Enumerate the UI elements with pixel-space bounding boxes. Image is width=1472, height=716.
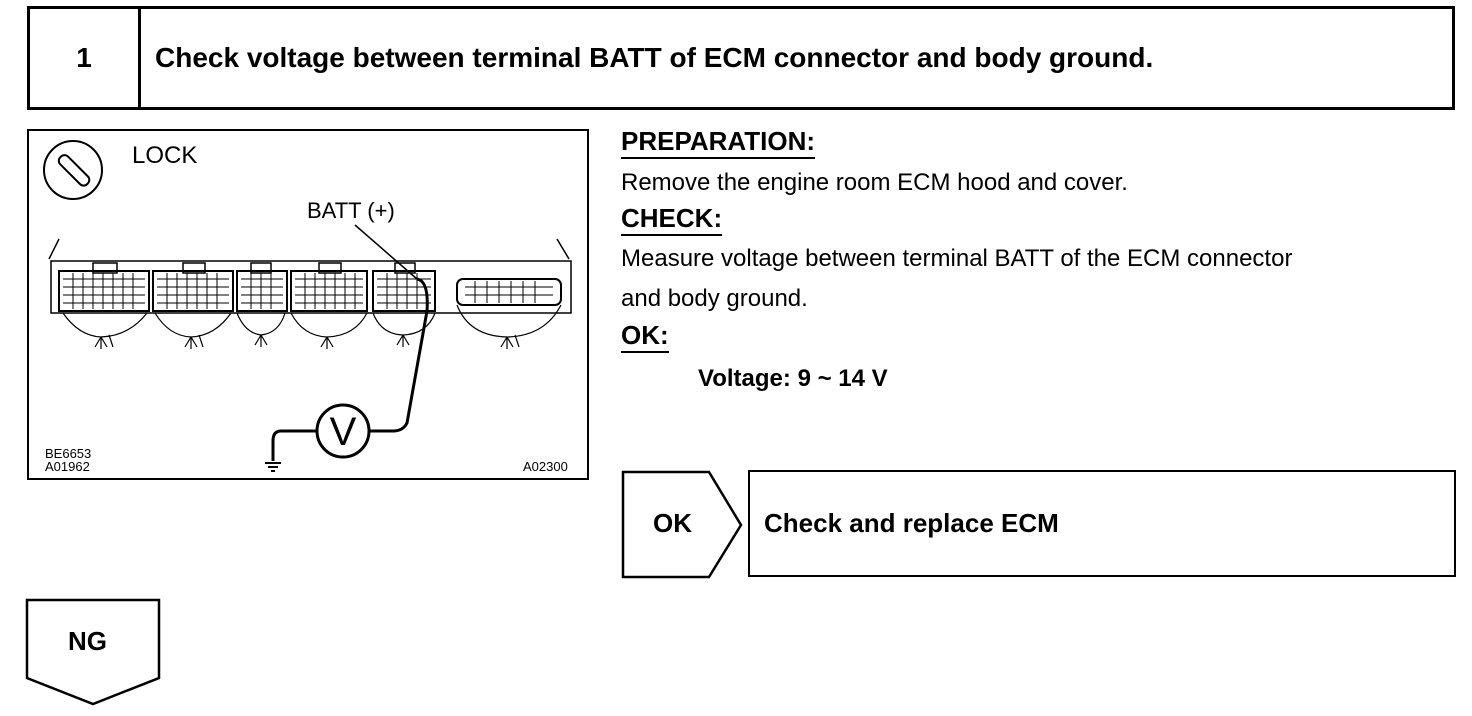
connector-5 [372, 262, 436, 312]
connector-2 [152, 262, 234, 312]
ecm-connector-diagram: V [43, 140, 572, 472]
figure-code-bottom-right: A02300 [523, 459, 568, 474]
ok-result-action: Check and replace ECM [748, 470, 1456, 577]
ecm-connector-figure: V LOCK BATT (+) BE6653 A01962 A02300 [27, 129, 589, 480]
ok-arrow-shape [621, 470, 743, 579]
ecm-housing [48, 238, 570, 260]
connector-3 [236, 262, 288, 312]
ok-spec: Voltage: 9 ~ 14 V [698, 365, 888, 392]
probe-wire-ground [271, 429, 317, 461]
preparation-text: Remove the engine room ECM hood and cove… [621, 169, 1128, 196]
lock-label: LOCK [132, 142, 198, 169]
step-title: Check voltage between terminal BATT of E… [155, 42, 1154, 73]
batt-terminal-label: BATT (+) [307, 198, 395, 223]
ng-result-tag: NG [25, 598, 161, 708]
connector-1 [58, 262, 150, 312]
batt-leader-line [354, 224, 418, 280]
lock-icon [43, 140, 103, 200]
ok-heading: OK: [621, 320, 669, 353]
preparation-heading: PREPARATION: [621, 126, 816, 159]
connector-6 [456, 278, 562, 306]
figure-code-bottom-left: A01962 [45, 459, 90, 474]
check-text-line2: and body ground. [621, 285, 808, 312]
step-number: 1 [30, 9, 141, 107]
ground-icon [265, 462, 281, 472]
check-text-line1: Measure voltage between terminal BATT of… [621, 245, 1293, 272]
step-header: 1 Check voltage between terminal BATT of… [27, 6, 1455, 110]
check-heading: CHECK: [621, 203, 723, 236]
ok-result-label: OK [653, 508, 692, 538]
connector-row [50, 260, 572, 314]
figure-code-top-left: BE6653 [45, 446, 92, 461]
ng-arrow-shape [25, 598, 161, 706]
wire-harness [62, 304, 562, 349]
ng-result-label: NG [68, 626, 107, 656]
connector-4 [290, 262, 368, 312]
ok-result-tag: OK [621, 470, 745, 580]
probe-wire-positive [369, 277, 429, 433]
voltmeter-symbol: V [330, 410, 357, 454]
